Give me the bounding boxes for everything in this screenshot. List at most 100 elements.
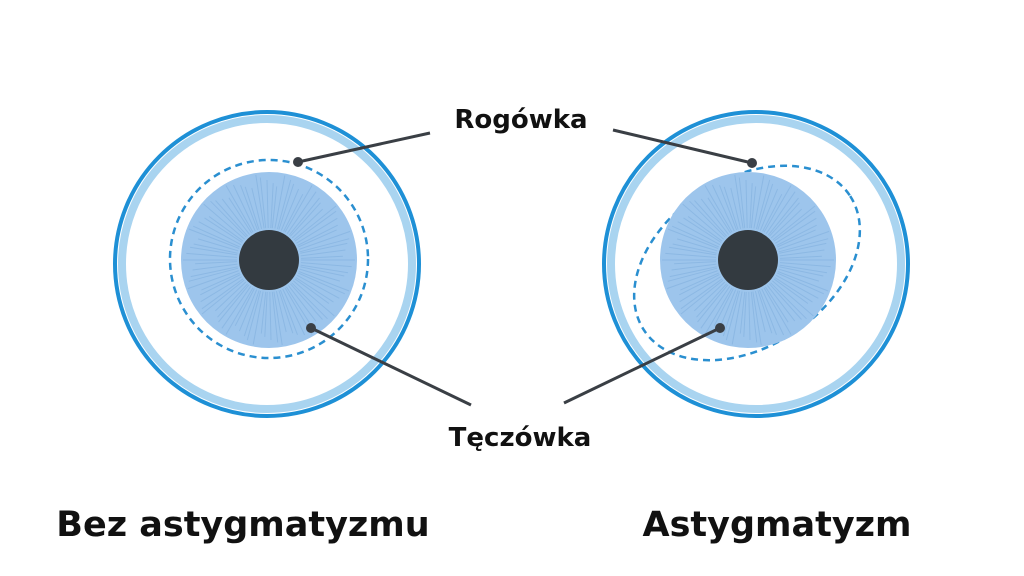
- iris-fiber: [238, 289, 258, 332]
- right-cornea-dashed-ellipse: [632, 164, 862, 362]
- iris-fiber: [186, 252, 238, 258]
- iris-fiber: [280, 188, 300, 231]
- iris-fiber: [672, 243, 717, 254]
- iris-fiber: [210, 200, 247, 238]
- iris-fiber: [693, 281, 726, 312]
- iris-fiber: [679, 276, 721, 303]
- left-cornea-leader-line: [297, 131, 431, 164]
- iris-fiber: [278, 183, 295, 230]
- iris-fiber: [748, 291, 751, 341]
- iris-fiber: [201, 279, 245, 315]
- right-pupil: [718, 230, 778, 290]
- iris-fiber: [767, 197, 799, 236]
- right-caption: Astygmatyzm: [643, 505, 912, 545]
- iris-fiber: [275, 290, 287, 333]
- iris-fiber: [762, 193, 783, 232]
- iris-label: Tęczówka: [449, 423, 592, 453]
- iris-fiber: [669, 266, 717, 278]
- iris-fiber: [773, 278, 809, 304]
- iris-fiber: [288, 285, 317, 322]
- iris-fiber: [243, 290, 260, 337]
- iris-fiber: [290, 283, 323, 320]
- iris-fiber: [187, 270, 239, 290]
- iris-fiber: [667, 267, 718, 282]
- iris-fiber: [725, 290, 741, 341]
- iris-fiber: [294, 278, 330, 304]
- iris-fiber: [214, 281, 247, 312]
- iris-fiber: [195, 261, 238, 265]
- iris-fiber: [297, 224, 338, 246]
- iris-fiber: [775, 274, 819, 299]
- iris-fiber: [770, 208, 803, 239]
- right-iris-fibers: [662, 174, 834, 346]
- left-sclera-inner-ring: [118, 115, 416, 413]
- iris-fiber: [677, 221, 721, 246]
- iris-fiber: [208, 216, 244, 242]
- iris-fiber: [260, 291, 267, 334]
- iris-fiber: [667, 228, 719, 249]
- iris-fiber: [743, 291, 747, 337]
- iris-fiber: [290, 202, 321, 237]
- iris-fiber: [680, 272, 720, 291]
- iris-fiber: [679, 274, 720, 296]
- iris-fiber: [295, 277, 334, 303]
- iris-fiber: [723, 186, 739, 230]
- left-iris-leader-dot: [306, 323, 316, 333]
- iris-fiber: [300, 264, 349, 274]
- left-pupil: [239, 230, 299, 290]
- iris-fiber: [689, 200, 726, 238]
- iris-fiber: [757, 183, 774, 230]
- iris-fiber: [711, 184, 735, 232]
- iris-fiber: [755, 179, 771, 230]
- iris-fiber: [299, 238, 350, 253]
- iris-fiber: [761, 288, 785, 336]
- iris-fiber: [707, 197, 732, 234]
- iris-fiber: [750, 291, 758, 343]
- iris-fiber: [776, 224, 817, 246]
- iris-fiber: [200, 276, 242, 303]
- iris-fiber: [772, 205, 816, 241]
- iris-fiber: [753, 175, 765, 229]
- iris-fiber: [774, 277, 813, 303]
- iris-fiber: [266, 179, 269, 229]
- iris-fiber: [771, 280, 814, 317]
- iris-fiber: [264, 291, 268, 337]
- iris-fiber: [700, 198, 729, 235]
- iris-fiber: [300, 262, 352, 268]
- iris-fiber: [713, 288, 734, 327]
- iris-fiber: [300, 242, 348, 254]
- iris-fiber: [293, 205, 337, 241]
- iris-fiber: [279, 289, 298, 335]
- iris-fiber: [666, 270, 718, 290]
- iris-fiber: [292, 280, 335, 317]
- cornea-label: Rogówka: [454, 105, 587, 135]
- left-iris-leader-line: [310, 326, 472, 407]
- right-sclera-inner-ring: [607, 115, 905, 413]
- iris-fiber: [204, 217, 243, 243]
- iris-fiber: [778, 230, 830, 250]
- iris-fiber: [704, 287, 733, 335]
- iris-fiber: [671, 263, 717, 271]
- right-cornea-leader-line: [612, 128, 753, 165]
- iris-fiber: [779, 255, 822, 259]
- right-iris-leader-dot: [715, 323, 725, 333]
- iris-fiber: [299, 268, 341, 282]
- normal-eye-icon: [113, 110, 421, 418]
- iris-fiber: [251, 187, 263, 230]
- iris-fiber: [765, 191, 796, 234]
- iris-fiber: [288, 197, 320, 236]
- iris-fiber: [674, 261, 717, 265]
- iris-fiber: [221, 198, 250, 235]
- iris-fiber: [739, 291, 746, 334]
- iris-fiber: [300, 255, 343, 259]
- iris-fiber: [763, 287, 792, 335]
- iris-fiber: [203, 203, 246, 240]
- iris-fiber: [215, 200, 248, 237]
- iris-fiber: [228, 197, 253, 234]
- iris-fiber: [274, 175, 286, 229]
- iris-fiber: [775, 217, 817, 244]
- iris-fiber: [757, 290, 773, 334]
- iris-fiber: [754, 290, 766, 333]
- leader-lines: [293, 128, 757, 407]
- iris-fiber: [188, 228, 240, 249]
